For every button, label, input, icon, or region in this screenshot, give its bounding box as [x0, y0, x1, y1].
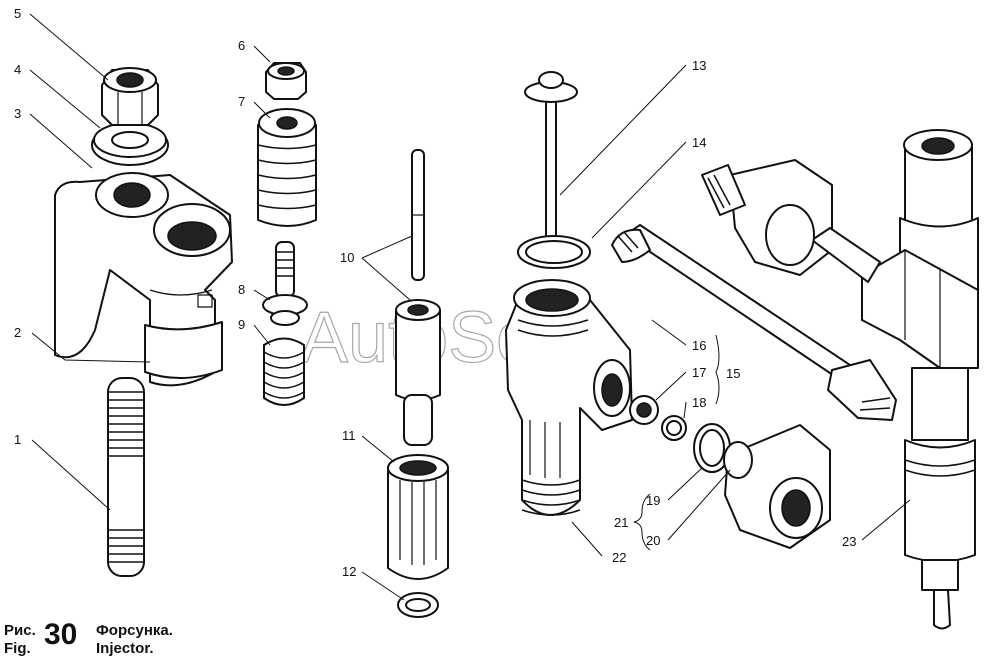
- callout-6: 6: [238, 38, 245, 53]
- callout-5: 5: [14, 6, 21, 21]
- callout-4: 4: [14, 62, 21, 77]
- callout-3: 3: [14, 106, 21, 121]
- callout-labels: 1 2 3 4 5 6 7 8 9 10 11 12 13 14 15 16 1…: [14, 6, 856, 579]
- callout-7: 7: [238, 94, 245, 109]
- callout-1: 1: [14, 432, 21, 447]
- caption-number: 30: [44, 618, 78, 651]
- callout-16: 16: [692, 338, 706, 353]
- callout-14: 14: [692, 135, 706, 150]
- leader-lines: [29, 13, 911, 601]
- caption-title-ru: Форсунка.: [96, 622, 173, 639]
- part-11-nut: [387, 454, 449, 580]
- part-23-assembled-injector: [701, 129, 979, 630]
- part-6-nut: [265, 62, 307, 100]
- callout-22: 22: [612, 550, 626, 565]
- caption-title-en: Injector.: [96, 640, 154, 657]
- figure-caption: Рис. Fig. 30 Форсунка. Injector.: [4, 618, 204, 660]
- part-8-screw: [262, 241, 308, 326]
- callout-23: 23: [842, 534, 856, 549]
- caption-prefix-ru: Рис.: [4, 622, 36, 639]
- part-10-needle: [395, 149, 441, 446]
- callout-13: 13: [692, 58, 706, 73]
- callout-9: 9: [238, 317, 245, 332]
- part-4-washer: [91, 122, 169, 166]
- part-12-ring: [397, 592, 439, 618]
- callout-18: 18: [692, 395, 706, 410]
- callout-10: 10: [340, 250, 354, 265]
- part-2-clamp: [54, 172, 233, 387]
- part-5-nut: [101, 67, 159, 126]
- callout-2: 2: [14, 325, 21, 340]
- callout-20: 20: [646, 533, 660, 548]
- part-18-washer: [661, 415, 687, 441]
- part-13-rod: [524, 71, 578, 261]
- part-16-fuel-pipe: [611, 224, 897, 421]
- part-20-banjo: [723, 424, 831, 549]
- callout-15: 15: [726, 366, 740, 381]
- callout-19: 19: [646, 493, 660, 508]
- caption-prefix-en: Fig.: [4, 640, 31, 657]
- callout-21: 21: [614, 515, 628, 530]
- part-22-body: [505, 279, 633, 516]
- part-7-sleeve: [257, 108, 317, 227]
- part-9-spring: [263, 337, 305, 406]
- part-17-washer: [629, 395, 659, 425]
- callout-11: 11: [342, 428, 356, 443]
- callout-8: 8: [238, 282, 245, 297]
- part-14-oring: [517, 235, 591, 269]
- callout-17: 17: [692, 365, 706, 380]
- callout-12: 12: [342, 564, 356, 579]
- part-1-stud: [107, 377, 145, 577]
- part-19-ring: [693, 423, 731, 473]
